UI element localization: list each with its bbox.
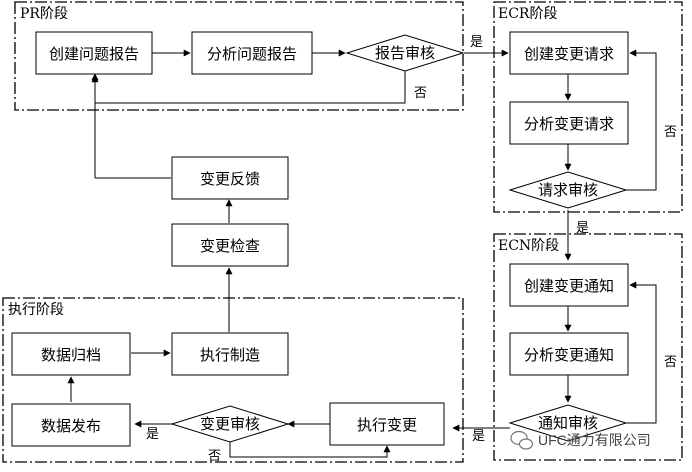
node-create-change-notice — [509, 263, 629, 307]
node-analyze-problem-report — [191, 31, 313, 75]
node-data-archive — [11, 332, 131, 376]
node-execute-change — [329, 402, 445, 446]
phase-pr-title: PR阶段 — [20, 6, 68, 22]
edge-report-review-no — [91, 71, 406, 104]
node-report-review — [345, 34, 465, 72]
node-change-inspection — [171, 223, 289, 267]
label-change-review-yes: 是 — [146, 427, 159, 442]
watermark-text: UFC通力有限公司 — [538, 432, 651, 448]
label-notice-review-yes: 是 — [472, 429, 485, 444]
label-report-review-no: 否 — [414, 86, 427, 101]
label-request-review-no: 否 — [664, 125, 677, 140]
node-change-review — [170, 405, 290, 443]
node-analyze-change-notice-label: 分析变更通知 — [524, 346, 614, 364]
node-create-problem-report — [35, 31, 153, 75]
node-create-change-request — [509, 31, 629, 75]
node-change-review-label: 变更审核 — [200, 415, 260, 433]
node-create-change-notice-label: 创建变更通知 — [524, 277, 614, 295]
node-analyze-change-request-label: 分析变更请求 — [524, 115, 614, 133]
phase-exec — [2, 297, 464, 463]
phase-exec-title: 执行阶段 — [8, 302, 64, 318]
node-change-inspection-label: 变更检查 — [200, 237, 260, 255]
node-execute-manufacturing-label: 执行制造 — [200, 346, 260, 364]
node-create-problem-report-label: 创建问题报告 — [49, 45, 139, 63]
node-analyze-change-notice — [509, 332, 629, 376]
node-execute-manufacturing — [171, 332, 289, 376]
node-request-review-label: 请求审核 — [538, 181, 598, 199]
node-execute-change-label: 执行变更 — [357, 416, 417, 434]
node-data-archive-label: 数据归档 — [41, 346, 101, 364]
phase-ecr-title: ECR阶段 — [498, 6, 557, 22]
node-change-feedback-label: 变更反馈 — [200, 170, 260, 188]
phase-ecr — [493, 1, 683, 213]
node-request-review — [508, 171, 628, 209]
phase-ecn — [493, 233, 683, 461]
label-request-review-yes: 是 — [576, 221, 589, 236]
label-change-review-no: 否 — [208, 449, 221, 464]
phase-ecn-title: ECN阶段 — [498, 238, 559, 254]
edge-notice-review-no — [626, 281, 657, 424]
node-analyze-change-request — [509, 101, 629, 145]
node-report-review-label: 报告审核 — [375, 44, 435, 62]
node-create-change-request-label: 创建变更请求 — [524, 45, 614, 63]
label-notice-review-no: 否 — [664, 355, 677, 370]
node-data-release — [11, 403, 131, 447]
edge-change-review-no — [229, 442, 391, 458]
phase-pr — [14, 1, 464, 111]
label-report-review-yes: 是 — [470, 35, 483, 50]
wechat-icon — [510, 430, 534, 450]
node-analyze-problem-report-label: 分析问题报告 — [207, 45, 297, 63]
edge-request-review-no — [626, 49, 657, 191]
node-notice-review-label: 通知审核 — [538, 414, 598, 432]
node-change-feedback — [171, 156, 289, 200]
node-notice-review — [508, 404, 628, 442]
node-data-release-label: 数据发布 — [41, 417, 101, 435]
